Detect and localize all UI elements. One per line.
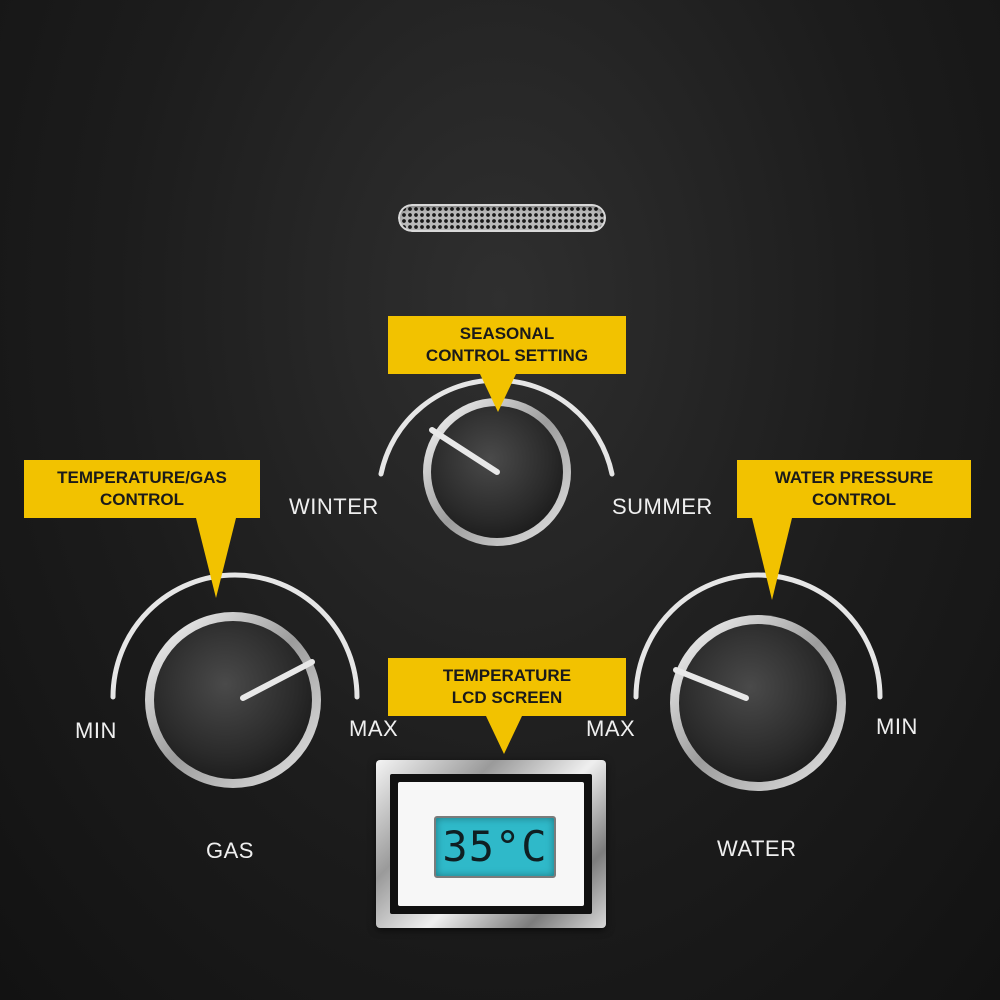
seasonal-callout-line2: CONTROL SETTING bbox=[425, 346, 589, 365]
lcd-bezel: 35°C bbox=[376, 760, 606, 928]
gas-max-label: MAX bbox=[349, 716, 399, 741]
lcd-callout-pointer bbox=[486, 716, 522, 754]
water-name-label: WATER bbox=[717, 836, 797, 861]
gas-min-label: MIN bbox=[75, 718, 117, 743]
temp-gas-callout-pointer bbox=[196, 518, 236, 598]
seasonal-callout-pointer bbox=[480, 374, 516, 412]
water-pressure-callout-pointer bbox=[752, 518, 792, 600]
water-pressure-callout-line1: WATER PRESSURE bbox=[774, 468, 934, 487]
vent-grille-icon bbox=[398, 204, 606, 232]
seasonal-callout: SEASONAL CONTROL SETTING bbox=[388, 316, 626, 374]
seasonal-callout-line1: SEASONAL bbox=[459, 324, 555, 343]
summer-label: SUMMER bbox=[612, 494, 713, 519]
temp-gas-callout-line1: TEMPERATURE/GAS bbox=[57, 468, 227, 487]
gas-name-label: GAS bbox=[206, 838, 254, 863]
lcd-face: 35°C bbox=[398, 782, 584, 906]
water-pressure-callout-line2: CONTROL bbox=[811, 490, 897, 509]
lcd-callout: TEMPERATURE LCD SCREEN bbox=[388, 658, 626, 716]
lcd-callout-line2: LCD SCREEN bbox=[451, 688, 563, 707]
temperature-display: 35°C bbox=[434, 816, 556, 878]
water-pressure-callout: WATER PRESSURE CONTROL bbox=[737, 460, 971, 518]
water-min-label: MIN bbox=[876, 714, 918, 739]
lcd-callout-line1: TEMPERATURE bbox=[442, 666, 572, 685]
winter-label: WINTER bbox=[289, 494, 379, 519]
temp-gas-callout-line2: CONTROL bbox=[99, 490, 185, 509]
lcd-frame: 35°C bbox=[390, 774, 592, 914]
temp-gas-callout: TEMPERATURE/GAS CONTROL bbox=[24, 460, 260, 518]
water-max-label: MAX bbox=[586, 716, 636, 741]
